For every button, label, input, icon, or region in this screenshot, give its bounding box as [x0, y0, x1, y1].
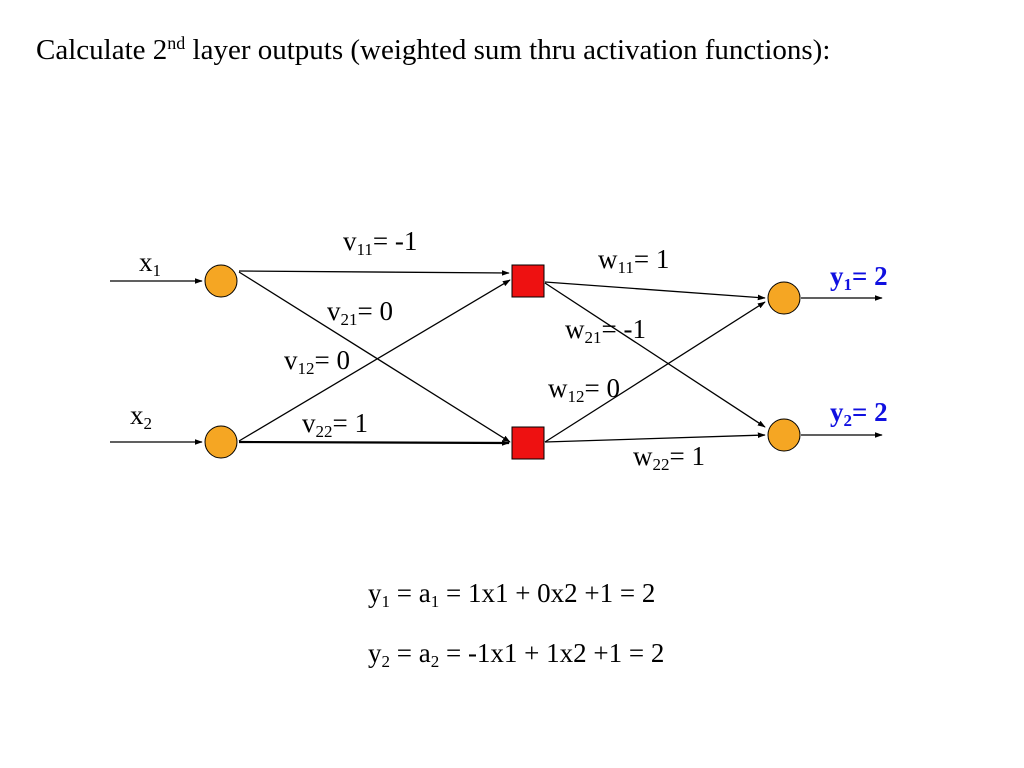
output-node-y1: [767, 281, 801, 315]
eq2-asub: 2: [430, 652, 440, 671]
output-node-y2: [767, 418, 801, 452]
eq2-mid: = a: [390, 638, 431, 668]
label-x1-base: x: [139, 247, 153, 277]
w22-value: = 1: [669, 441, 705, 471]
v11-value: = -1: [372, 226, 418, 256]
v11-sub: 11: [356, 240, 373, 259]
label-v22: v22= 1: [302, 408, 368, 441]
equation-y1: y1 = a1 = 1x1 + 0x2 +1 = 2: [368, 578, 656, 611]
edge-h1-o1: [544, 281, 766, 301]
label-w21: w21= -1: [565, 314, 646, 347]
slide-title: Calculate 2nd layer outputs (weighted su…: [36, 34, 830, 67]
title-text-rest: layer outputs (weighted sum thru activat…: [185, 34, 831, 66]
label-x1: x1: [139, 247, 161, 280]
w11-base: w: [598, 244, 618, 274]
input-node-x2: [204, 425, 238, 459]
edge-x1-h2: [238, 271, 511, 443]
w12-sub: 12: [567, 387, 585, 406]
label-y1: y1= 2: [830, 261, 888, 294]
label-w22: w22= 1: [633, 441, 705, 474]
eq1-ysub: 1: [381, 592, 391, 611]
v12-base: v: [284, 345, 298, 375]
label-v12: v12= 0: [284, 345, 350, 378]
y2-base: y: [830, 397, 844, 427]
label-x2: x2: [130, 400, 152, 433]
w22-base: w: [633, 441, 653, 471]
edge-x2-h2: [238, 440, 510, 446]
v11-base: v: [343, 226, 357, 256]
label-x1-sub: 1: [152, 261, 162, 280]
equation-y2: y2 = a2 = -1x1 + 1x2 +1 = 2: [368, 638, 665, 671]
edge-h1-o2: [544, 282, 766, 428]
y1-sub: 1: [843, 275, 853, 294]
v12-sub: 12: [297, 359, 315, 378]
v22-base: v: [302, 408, 316, 438]
title-text: Calculate 2: [36, 34, 168, 66]
edge-x2-h1: [238, 279, 511, 442]
label-y2: y2= 2: [830, 397, 888, 430]
eq1-rest: = 1x1 + 0x2 +1 = 2: [439, 578, 656, 608]
eq1-asub: 1: [430, 592, 440, 611]
w12-value: = 0: [584, 373, 620, 403]
w12-base: w: [548, 373, 568, 403]
label-v11: v11= -1: [343, 226, 418, 259]
w22-sub: 22: [652, 455, 670, 474]
w21-base: w: [565, 314, 585, 344]
v21-base: v: [327, 296, 341, 326]
v21-value: = 0: [357, 296, 393, 326]
v22-value: = 1: [332, 408, 368, 438]
eq2-y: y: [368, 638, 382, 668]
v21-sub: 21: [340, 310, 358, 329]
y2-sub: 2: [843, 411, 853, 430]
input-node-x1: [204, 264, 238, 298]
edge-h2-o2: [544, 432, 766, 443]
edge-x1-h1: [238, 270, 510, 276]
eq1-mid: = a: [390, 578, 431, 608]
w21-value: = -1: [601, 314, 646, 344]
eq1-y: y: [368, 578, 382, 608]
hidden-node-2: [511, 426, 545, 460]
w11-value: = 1: [633, 244, 670, 274]
w21-sub: 21: [584, 328, 602, 347]
label-w12: w12= 0: [548, 373, 620, 406]
v12-value: = 0: [314, 345, 350, 375]
label-x2-base: x: [130, 400, 144, 430]
y1-value: = 2: [852, 261, 888, 291]
eq2-rest: = -1x1 + 1x2 +1 = 2: [439, 638, 665, 668]
eq2-ysub: 2: [381, 652, 391, 671]
label-v21: v21= 0: [327, 296, 393, 329]
label-w11: w11= 1: [598, 244, 670, 277]
edge-h2-o1: [544, 301, 766, 443]
title-superscript: nd: [167, 33, 186, 53]
y2-value: = 2: [852, 397, 888, 427]
hidden-node-1: [511, 264, 545, 298]
w11-sub: 11: [617, 258, 634, 277]
v22-sub: 22: [315, 422, 333, 441]
label-x2-sub: 2: [143, 414, 153, 433]
y1-base: y: [830, 261, 844, 291]
